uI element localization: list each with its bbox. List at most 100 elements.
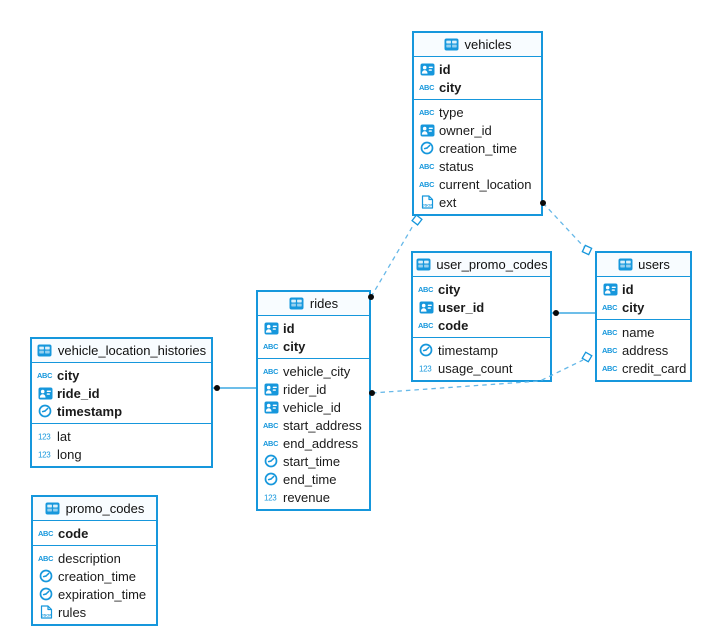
text-icon: ABC bbox=[602, 361, 618, 376]
column-rides-end_time[interactable]: end_time bbox=[258, 470, 369, 488]
table-header-user_promo_codes[interactable]: user_promo_codes bbox=[413, 253, 550, 277]
column-vehicles-creation_time[interactable]: creation_time bbox=[414, 139, 541, 157]
table-header-users[interactable]: users bbox=[597, 253, 690, 277]
id-badge-icon bbox=[602, 282, 618, 297]
text-icon: ABC bbox=[602, 300, 618, 315]
column-vehicles-status[interactable]: ABC status bbox=[414, 157, 541, 175]
relation-user_promo_codes-users[interactable] bbox=[552, 310, 595, 316]
table-title: user_promo_codes bbox=[436, 257, 548, 272]
column-label: vehicle_city bbox=[283, 363, 351, 379]
column-promo_codes-creation_time[interactable]: creation_time bbox=[33, 567, 156, 585]
svg-text:ABC: ABC bbox=[263, 342, 279, 351]
column-vehicle_location_histories-timestamp[interactable]: timestamp bbox=[32, 402, 211, 420]
svg-text:123: 123 bbox=[38, 450, 51, 459]
column-user_promo_codes-user_id[interactable]: user_id bbox=[413, 298, 550, 316]
column-rides-rider_id[interactable]: rider_id bbox=[258, 380, 369, 398]
relation-vehicles-users[interactable] bbox=[540, 200, 593, 256]
timestamp-icon bbox=[418, 343, 434, 358]
column-promo_codes-expiration_time[interactable]: expiration_time bbox=[33, 585, 156, 603]
svg-text:JSON: JSON bbox=[41, 613, 52, 618]
svg-text:ABC: ABC bbox=[263, 421, 279, 430]
table-header-rides[interactable]: rides bbox=[258, 292, 369, 316]
svg-text:ABC: ABC bbox=[419, 162, 435, 171]
svg-text:123: 123 bbox=[419, 364, 432, 373]
text-icon: ABC bbox=[419, 159, 435, 174]
text-icon: ABC bbox=[263, 364, 279, 379]
column-rides-id[interactable]: id bbox=[258, 319, 369, 337]
text-icon: ABC bbox=[419, 80, 435, 95]
column-vehicles-city[interactable]: ABC city bbox=[414, 78, 541, 96]
relation-vehicle_location_histories-rides[interactable] bbox=[213, 385, 256, 391]
column-user_promo_codes-timestamp[interactable]: timestamp bbox=[413, 341, 550, 359]
column-vehicles-ext[interactable]: JSON ext bbox=[414, 193, 541, 211]
table-header-vehicles[interactable]: vehicles bbox=[414, 33, 541, 57]
table-icon bbox=[37, 343, 53, 358]
column-vehicles-id[interactable]: id bbox=[414, 60, 541, 78]
column-rides-start_time[interactable]: start_time bbox=[258, 452, 369, 470]
relation-endpoint-diamond bbox=[411, 214, 423, 226]
svg-text:123: 123 bbox=[38, 432, 51, 441]
column-label: code bbox=[58, 525, 89, 541]
column-vehicle_location_histories-ride_id[interactable]: ride_id bbox=[32, 384, 211, 402]
column-label: timestamp bbox=[438, 342, 498, 358]
table-title: vehicles bbox=[464, 37, 512, 52]
table-title: rides bbox=[309, 296, 339, 311]
svg-text:ABC: ABC bbox=[419, 83, 435, 92]
relation-endpoint-dot bbox=[369, 390, 375, 396]
id-badge-icon bbox=[419, 123, 435, 138]
column-users-id[interactable]: id bbox=[597, 280, 690, 298]
table-header-promo_codes[interactable]: promo_codes bbox=[33, 497, 156, 521]
svg-text:ABC: ABC bbox=[37, 371, 53, 380]
table-header-vehicle_location_histories[interactable]: vehicle_location_histories bbox=[32, 339, 211, 363]
column-label: status bbox=[439, 158, 474, 174]
id-badge-icon bbox=[263, 321, 279, 336]
svg-text:JSON: JSON bbox=[422, 203, 433, 208]
relation-rides-users[interactable] bbox=[369, 351, 593, 396]
table-icon bbox=[617, 257, 633, 272]
column-label: ext bbox=[439, 194, 457, 210]
column-label: city bbox=[439, 79, 462, 95]
column-vehicles-owner_id[interactable]: owner_id bbox=[414, 121, 541, 139]
text-icon: ABC bbox=[602, 343, 618, 358]
svg-text:ABC: ABC bbox=[602, 328, 618, 337]
relation-rides-vehicles[interactable] bbox=[368, 214, 423, 300]
column-rides-vehicle_city[interactable]: ABC vehicle_city bbox=[258, 362, 369, 380]
timestamp-icon bbox=[263, 454, 279, 469]
column-label: end_time bbox=[283, 471, 337, 487]
column-rides-vehicle_id[interactable]: vehicle_id bbox=[258, 398, 369, 416]
column-label: user_id bbox=[438, 299, 485, 315]
text-icon: ABC bbox=[37, 368, 53, 383]
relation-endpoint-dot bbox=[540, 200, 546, 206]
